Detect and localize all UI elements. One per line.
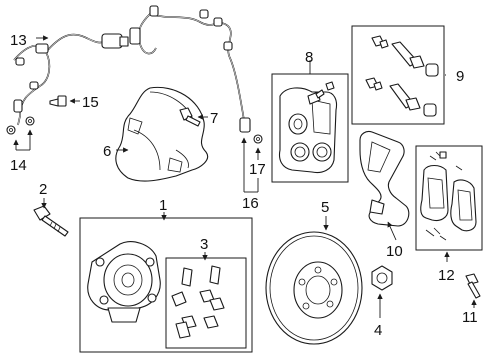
part-14-clips bbox=[6, 116, 35, 135]
part-11-bolt bbox=[465, 273, 481, 299]
part-2-bolt bbox=[33, 205, 69, 237]
part-13-abs-sensor-harness bbox=[13, 33, 129, 126]
callout-14: 14 bbox=[10, 157, 27, 174]
callout-9: 9 bbox=[456, 68, 464, 85]
part-16-abs-sensor-harness bbox=[129, 5, 251, 133]
box-1-hub-assembly bbox=[79, 217, 253, 353]
callout-4: 4 bbox=[374, 322, 382, 339]
callout-10: 10 bbox=[386, 243, 403, 260]
callout-7: 7 bbox=[210, 110, 218, 127]
callout-1: 1 bbox=[159, 197, 167, 214]
callout-6: 6 bbox=[103, 143, 111, 160]
leader-lines bbox=[13, 35, 477, 318]
box-9-guide-pin-kit bbox=[351, 25, 445, 125]
part-5-brake-rotor bbox=[265, 231, 363, 345]
part-7-bolt bbox=[179, 107, 201, 127]
callout-16: 16 bbox=[242, 195, 259, 212]
callout-labels: 13 14 15 6 7 2 1 3 8 9 17 16 5 10 12 4 1… bbox=[10, 32, 478, 339]
callout-5: 5 bbox=[321, 199, 329, 216]
part-10-caliper-bracket bbox=[359, 130, 410, 227]
callout-8: 8 bbox=[305, 49, 313, 66]
callout-2: 2 bbox=[39, 181, 47, 198]
callout-3: 3 bbox=[200, 236, 208, 253]
part-4-nut bbox=[371, 265, 393, 291]
part-17-clip bbox=[253, 134, 263, 144]
callout-11: 11 bbox=[462, 309, 478, 326]
callout-17: 17 bbox=[249, 161, 266, 178]
callout-15: 15 bbox=[82, 94, 99, 111]
part-15-bolt bbox=[49, 95, 67, 107]
callout-13: 13 bbox=[10, 32, 27, 49]
box-3-wheel-studs bbox=[165, 257, 247, 349]
box-8-caliper bbox=[271, 73, 349, 183]
part-6-splash-shield bbox=[115, 86, 209, 182]
callout-12: 12 bbox=[438, 267, 455, 284]
box-12-brake-pads bbox=[415, 145, 483, 251]
